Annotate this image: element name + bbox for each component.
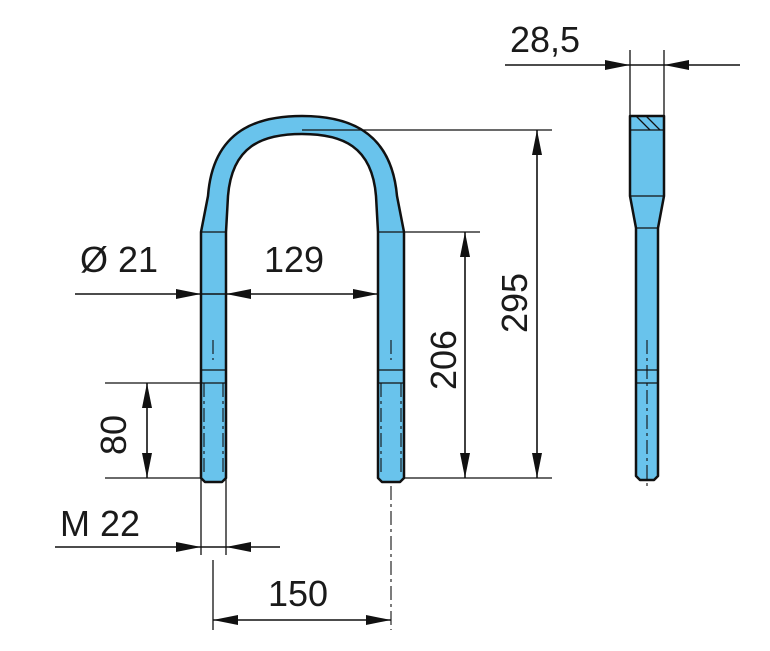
rod-diameter-label: Ø 21 [80,239,158,280]
arrow-206-top [460,232,470,257]
side-cap-hatch-1 [645,115,661,131]
dim-inner-width: Ø 21 129 [75,239,378,299]
thread-size-label: M 22 [60,503,140,544]
u-bolt-front-view [199,114,406,484]
thread-length-label: 80 [93,415,134,455]
u-bolt-side-view [628,114,666,490]
arrow-inner-right [353,289,378,299]
center-distance-label: 150 [268,573,328,614]
arrow-295-top [532,130,542,155]
inner-width-label: 129 [264,239,324,280]
arrow-inner-left [226,289,251,299]
arrow-150-left [213,615,238,625]
u-bolt-body [199,114,406,484]
arrow-285-right [664,60,689,70]
arrow-295-bottom [532,453,542,478]
dim-side-width: 28,5 [505,19,740,116]
dim-center-distance: 150 [212,486,392,630]
arrow-m22-left [176,542,201,552]
arrow-diameter-right [176,289,201,299]
arrow-thread-bottom [142,453,152,478]
dim-thread-length: 80 [93,382,201,479]
side-view-body [628,114,666,482]
dim-thread-size: M 22 [55,478,280,555]
arrow-285-left [605,60,630,70]
straight-height-label: 206 [423,330,464,390]
dim-heights: 206 295 [302,129,552,479]
arrow-thread-top [142,383,152,408]
arrow-206-bottom [460,453,470,478]
side-width-label: 28,5 [510,19,580,60]
arrow-150-right [366,615,391,625]
arrow-m22-right [226,542,251,552]
total-height-label: 295 [494,273,535,333]
side-cap-hatch-2 [635,115,651,131]
